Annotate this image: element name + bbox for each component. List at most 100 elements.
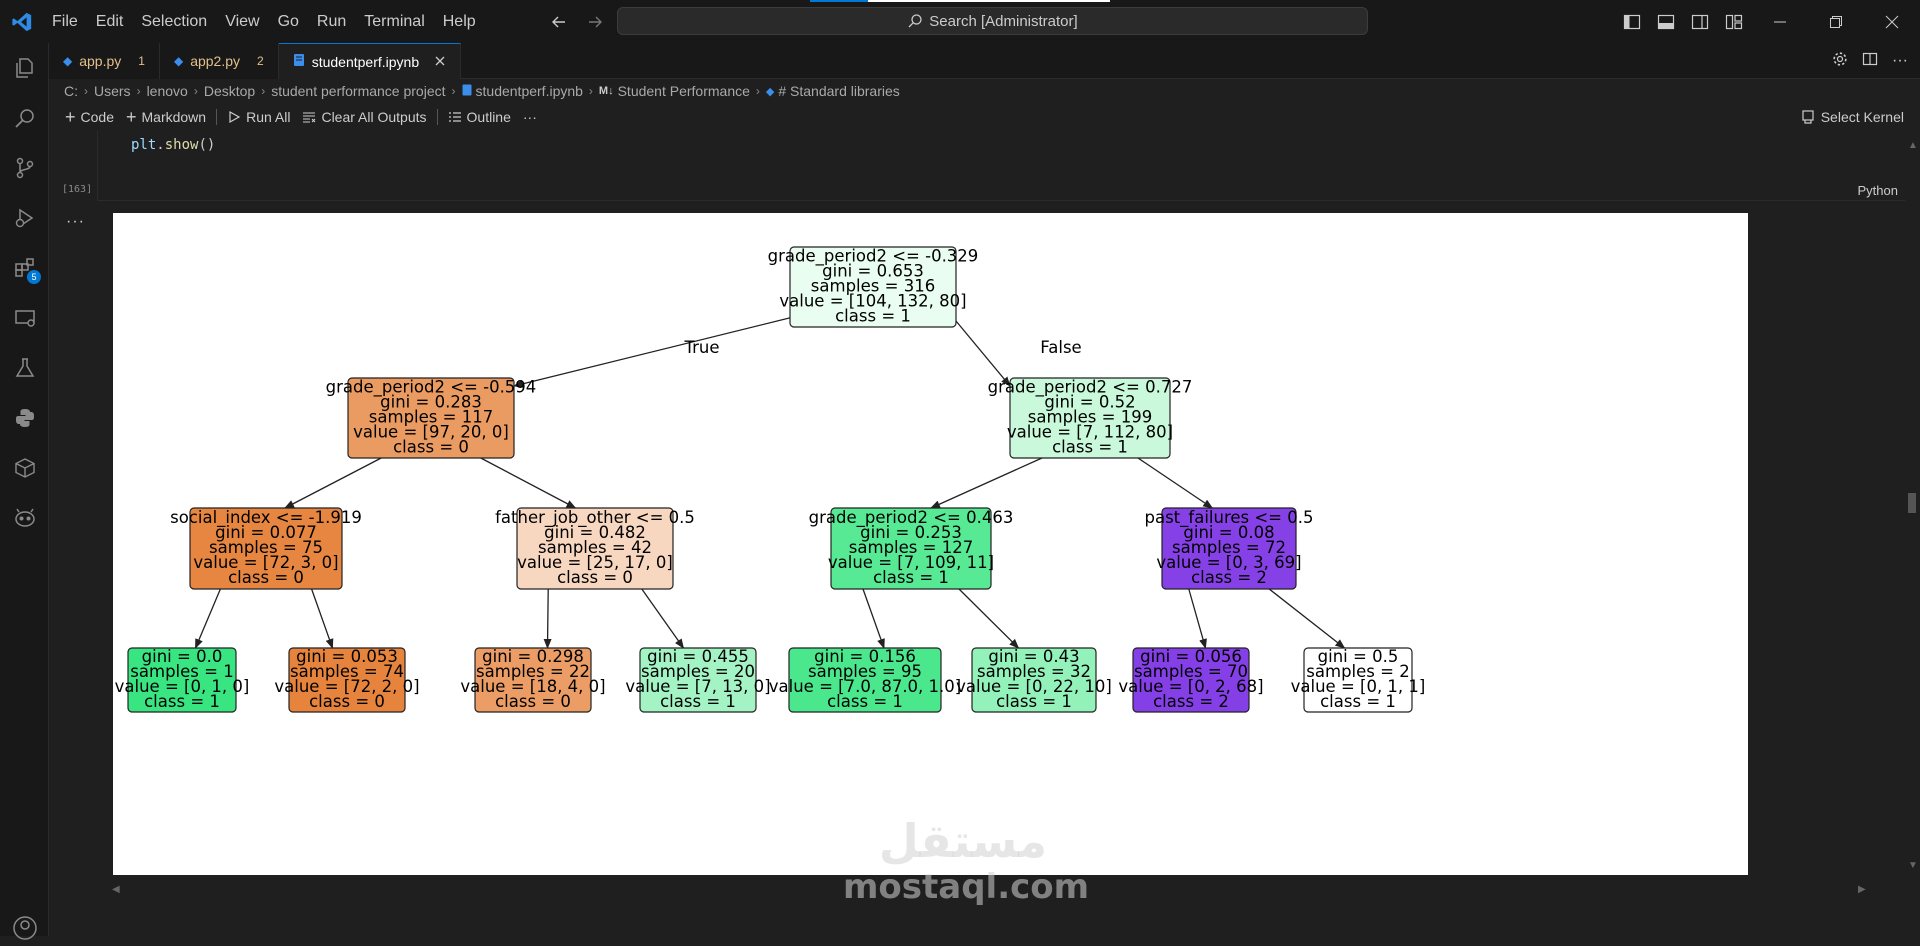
add-code-label: Code bbox=[80, 109, 114, 125]
minimize-icon[interactable] bbox=[1752, 0, 1808, 43]
breadcrumb-item[interactable]: Users bbox=[94, 83, 131, 99]
tree-node-text: grade_period2 <= -0.594 bbox=[326, 378, 537, 398]
docker-icon[interactable] bbox=[0, 443, 49, 493]
outline-label: Outline bbox=[466, 109, 511, 125]
add-code-cell-button[interactable]: + Code bbox=[59, 104, 120, 130]
restore-icon[interactable] bbox=[1808, 0, 1864, 43]
tree-node-text: samples = 95 bbox=[808, 662, 922, 681]
python-file-icon: ◆ bbox=[765, 85, 775, 98]
add-markdown-cell-button[interactable]: + Markdown bbox=[120, 104, 212, 130]
scroll-right-icon[interactable]: ▶ bbox=[1858, 884, 1866, 895]
tree-node-text: class = 0 bbox=[495, 692, 571, 711]
tree-node-text: gini = 0.053 bbox=[296, 647, 398, 666]
back-arrow-icon[interactable] bbox=[548, 11, 570, 33]
outline-button[interactable]: Outline bbox=[442, 104, 517, 130]
run-all-button[interactable]: Run All bbox=[221, 104, 296, 130]
command-center-search[interactable]: Search [Administrator] bbox=[617, 7, 1368, 35]
tab-actions: ··· bbox=[1832, 43, 1920, 79]
output-more-button[interactable]: ··· bbox=[66, 213, 85, 230]
toolbar-more-button[interactable]: ··· bbox=[522, 109, 537, 125]
explorer-icon[interactable] bbox=[0, 43, 49, 93]
breadcrumb-item[interactable]: student performance project bbox=[271, 83, 446, 99]
tree-node-box bbox=[789, 246, 957, 328]
breadcrumb-item[interactable]: lenovo bbox=[146, 83, 188, 99]
menu-bar: File Edit Selection View Go Run Terminal… bbox=[43, 0, 485, 43]
menu-selection[interactable]: Selection bbox=[141, 13, 208, 30]
forward-arrow-icon[interactable] bbox=[584, 11, 606, 33]
tree-node-text: samples = 127 bbox=[849, 538, 973, 557]
toggle-primary-sidebar-icon[interactable] bbox=[1620, 10, 1644, 34]
menu-edit[interactable]: Edit bbox=[95, 13, 124, 30]
tab-label: app.py bbox=[79, 53, 122, 69]
python-icon[interactable] bbox=[0, 393, 49, 443]
run-debug-icon[interactable] bbox=[0, 193, 49, 243]
code-parens: () bbox=[198, 137, 216, 153]
tree-node-box bbox=[1161, 507, 1297, 590]
close-window-icon[interactable] bbox=[1864, 0, 1920, 43]
clear-all-outputs-button[interactable]: Clear All Outputs bbox=[296, 104, 432, 130]
close-tab-icon[interactable] bbox=[434, 54, 446, 70]
tree-node-box bbox=[971, 647, 1097, 713]
tree-node-text: gini = 0.43 bbox=[988, 647, 1079, 666]
tree-node-text: gini = 0.298 bbox=[482, 647, 584, 666]
more-actions-icon[interactable]: ··· bbox=[1892, 52, 1908, 69]
chevron-right-icon: › bbox=[755, 84, 760, 98]
search-view-icon[interactable] bbox=[0, 93, 49, 143]
chevron-right-icon: › bbox=[261, 84, 266, 98]
title-bar: File Edit Selection View Go Run Terminal… bbox=[0, 0, 1920, 43]
clear-all-outputs-label: Clear All Outputs bbox=[321, 109, 427, 125]
vertical-scrollbar-thumb[interactable] bbox=[1908, 493, 1916, 513]
tree-node-text: value = [7, 109, 11] bbox=[828, 553, 994, 572]
window-controls bbox=[1752, 0, 1920, 43]
menu-help[interactable]: Help bbox=[442, 13, 476, 30]
tree-edge bbox=[952, 316, 1011, 387]
code-cell[interactable] bbox=[97, 131, 1905, 201]
testing-flask-icon[interactable] bbox=[0, 343, 49, 393]
tab-studentperf-ipynb[interactable]: studentperf.ipynb bbox=[278, 43, 462, 79]
code-line[interactable]: plt.show() bbox=[131, 137, 216, 153]
menu-terminal[interactable]: Terminal bbox=[364, 13, 425, 30]
toggle-secondary-sidebar-icon[interactable] bbox=[1688, 10, 1712, 34]
copilot-icon[interactable] bbox=[0, 493, 49, 543]
tree-node-text: gini = 0.077 bbox=[215, 523, 317, 542]
vscode-logo-icon[interactable] bbox=[0, 0, 43, 43]
breadcrumb-item[interactable]: Student Performance bbox=[617, 83, 750, 99]
tree-edge bbox=[930, 457, 1043, 509]
tab-app2-py[interactable]: ◆ app2.py 2 bbox=[159, 43, 279, 79]
split-editor-icon[interactable] bbox=[1862, 51, 1878, 72]
menu-run[interactable]: Run bbox=[316, 13, 347, 30]
cell-language-label[interactable]: Python bbox=[1857, 183, 1898, 198]
breadcrumb-item[interactable]: C: bbox=[64, 83, 78, 99]
customize-layout-icon[interactable] bbox=[1722, 10, 1746, 34]
breadcrumb-item[interactable]: # Standard libraries bbox=[778, 83, 900, 99]
tree-node-box bbox=[1009, 377, 1171, 459]
account-icon[interactable] bbox=[12, 915, 38, 941]
tab-app-py[interactable]: ◆ app.py 1 bbox=[49, 43, 160, 79]
breadcrumb-item[interactable]: Desktop bbox=[203, 83, 256, 99]
toggle-panel-icon[interactable] bbox=[1654, 10, 1678, 34]
search-icon bbox=[908, 14, 922, 28]
tree-edge bbox=[1137, 457, 1214, 509]
tree-node-text: grade_period2 <= -0.329 bbox=[768, 247, 979, 267]
tree-node-text: gini = 0.653 bbox=[822, 262, 924, 281]
menu-file[interactable]: File bbox=[52, 13, 78, 30]
breadcrumb-item[interactable]: studentperf.ipynb bbox=[475, 83, 583, 99]
tree-node-text: samples = 22 bbox=[476, 662, 590, 681]
scroll-down-icon[interactable]: ▼ bbox=[1908, 860, 1918, 871]
scroll-left-icon[interactable]: ◀ bbox=[112, 884, 120, 895]
extensions-icon[interactable]: 5 bbox=[0, 243, 49, 293]
source-control-icon[interactable] bbox=[0, 143, 49, 193]
remote-explorer-icon[interactable] bbox=[0, 293, 49, 343]
notebook-toolbar: + Code + Markdown Run All Clear All Outp… bbox=[49, 104, 1920, 130]
accent-strip-blue bbox=[810, 0, 868, 2]
scroll-up-icon[interactable]: ▲ bbox=[1908, 140, 1918, 151]
menu-go[interactable]: Go bbox=[277, 13, 299, 30]
gear-icon[interactable] bbox=[1832, 51, 1848, 72]
execution-count: [163] bbox=[62, 184, 93, 195]
tree-node-text: past_failures <= 0.5 bbox=[1145, 508, 1314, 528]
menu-view[interactable]: View bbox=[225, 13, 260, 30]
layout-controls bbox=[1620, 0, 1746, 43]
tree-node-text: class = 0 bbox=[393, 438, 469, 457]
tree-node-text: value = [18, 4, 0] bbox=[460, 677, 605, 696]
select-kernel-button[interactable]: Select Kernel bbox=[1801, 104, 1904, 130]
